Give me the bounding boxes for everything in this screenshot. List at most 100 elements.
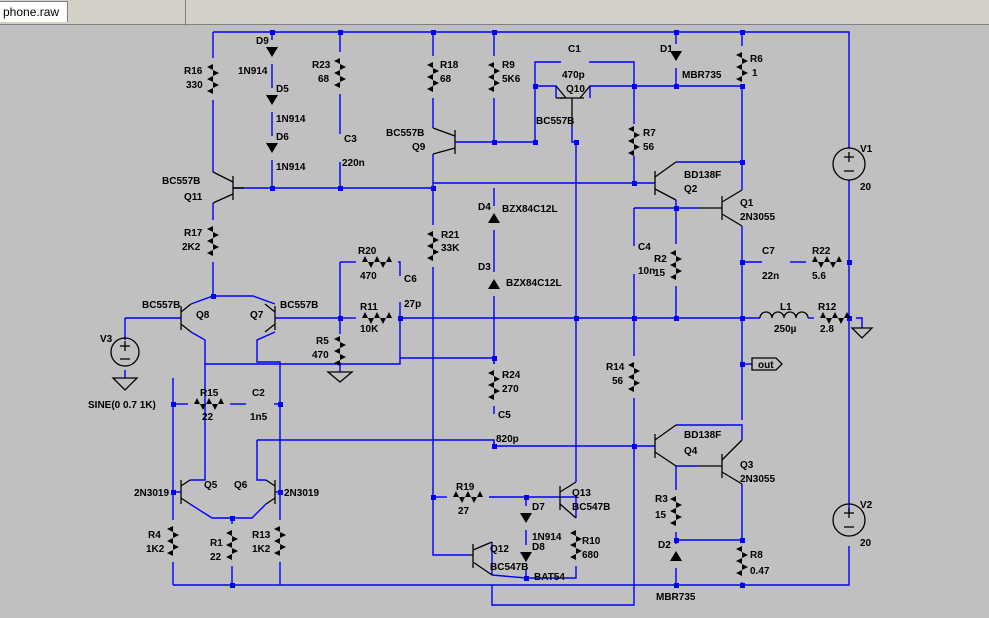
- transistor-q10[interactable]: [555, 85, 591, 126]
- resistor-r5[interactable]: [334, 330, 346, 372]
- label-r21-ref: R21: [441, 230, 460, 241]
- label-r14-ref: R14: [606, 362, 625, 373]
- resistor-r1[interactable]: [226, 524, 238, 566]
- capacitor-c7[interactable]: [762, 255, 790, 269]
- resistor-r6[interactable]: [736, 46, 748, 88]
- label-d7-ref: D7: [532, 502, 545, 513]
- label-c7-ref: C7: [762, 246, 775, 257]
- label-r1-ref: R1: [210, 538, 223, 549]
- label-r7-value: 56: [643, 142, 655, 153]
- resistor-r7[interactable]: [628, 120, 640, 162]
- transistor-q6[interactable]: [265, 479, 276, 505]
- transistor-q1[interactable]: [698, 189, 743, 227]
- label-v2-value: 20: [860, 538, 872, 549]
- label-c2-value: 1n5: [250, 412, 268, 423]
- label-r8-value: 0.47: [750, 566, 770, 577]
- resistor-r2[interactable]: [670, 244, 682, 286]
- label-r4-value: 1K2: [146, 544, 165, 555]
- label-r3-value: 15: [655, 510, 667, 521]
- resistor-r22[interactable]: [806, 256, 848, 268]
- resistor-r21[interactable]: [427, 225, 439, 267]
- label-d1-value: MBR735: [682, 70, 722, 81]
- label-r19-value: 27: [458, 506, 470, 517]
- resistor-r9[interactable]: [488, 56, 500, 98]
- label-r23-value: 68: [318, 74, 330, 85]
- capacitor-c2[interactable]: [246, 397, 274, 411]
- transistor-q5[interactable]: [180, 479, 191, 505]
- label-l1-value: 250µ: [774, 324, 797, 335]
- net-label-out-flag[interactable]: [751, 357, 783, 371]
- transistor-q9[interactable]: [432, 127, 456, 155]
- resistor-r4[interactable]: [167, 520, 179, 562]
- transistor-q4[interactable]: [654, 424, 677, 467]
- label-r16-value: 330: [186, 80, 203, 91]
- transistor-q3[interactable]: [698, 439, 743, 485]
- label-d2-value: MBR735: [656, 592, 696, 603]
- label-q4-ref: Q4: [684, 446, 698, 457]
- label-r21-value: 33K: [441, 243, 460, 254]
- label-d6-ref: D6: [276, 132, 289, 143]
- resistor-r18[interactable]: [427, 56, 439, 98]
- zener-d3[interactable]: [488, 272, 500, 296]
- resistor-r15[interactable]: [188, 398, 230, 410]
- label-r22-value: 5.6: [812, 271, 826, 282]
- label-d7-value: 1N914: [532, 532, 562, 543]
- label-c5-ref: C5: [498, 410, 511, 421]
- label-r20-ref: R20: [358, 246, 377, 257]
- resistor-r24[interactable]: [488, 364, 500, 406]
- label-q3-value: 2N3055: [740, 474, 775, 485]
- label-c7-value: 22n: [762, 271, 779, 282]
- resistor-r20[interactable]: [356, 256, 398, 268]
- resistor-r3[interactable]: [670, 490, 682, 532]
- label-c4-ref: C4: [638, 242, 651, 253]
- label-q7-value: BC557B: [280, 300, 318, 311]
- voltage-source-v1[interactable]: [832, 147, 866, 181]
- label-r13-ref: R13: [252, 530, 271, 541]
- diode-d2[interactable]: [670, 544, 682, 568]
- label-c5-value: 820p: [496, 434, 519, 445]
- resistor-r11[interactable]: [356, 312, 398, 324]
- label-r19-ref: R19: [456, 482, 475, 493]
- label-d3-ref: D3: [478, 262, 491, 273]
- voltage-source-v2[interactable]: [832, 503, 866, 537]
- resistor-r16[interactable]: [207, 58, 219, 100]
- label-r2-value: 15: [654, 268, 666, 279]
- capacitor-c1[interactable]: [561, 55, 589, 69]
- label-q7-ref: Q7: [250, 310, 264, 321]
- net-label-out: out: [758, 360, 774, 371]
- tab-phone-raw[interactable]: phone.raw: [0, 1, 69, 22]
- transistor-q8[interactable]: [180, 303, 192, 333]
- diode-d7[interactable]: [520, 506, 532, 530]
- resistor-r10[interactable]: [570, 524, 582, 566]
- transistor-q12[interactable]: [469, 541, 493, 576]
- transistor-q2[interactable]: [654, 161, 677, 201]
- inductor-l1[interactable]: [759, 311, 809, 319]
- resistor-r8[interactable]: [736, 540, 748, 582]
- transistor-q13[interactable]: [559, 481, 577, 519]
- label-r11-ref: R11: [360, 302, 378, 313]
- transistor-q11[interactable]: [212, 171, 244, 204]
- label-r6-value: 1: [752, 68, 758, 79]
- label-r16-ref: R16: [184, 66, 203, 77]
- voltage-source-v3[interactable]: [110, 337, 140, 367]
- wires: [124, 31, 863, 606]
- label-q1-value: 2N3055: [740, 212, 775, 223]
- label-q11-value: BC557B: [162, 176, 200, 187]
- label-q4-value: BD138F: [684, 430, 721, 441]
- resistor-r23[interactable]: [334, 52, 346, 94]
- label-d9-ref: D9: [256, 36, 269, 47]
- label-r10-value: 680: [582, 550, 599, 561]
- label-r18-value: 68: [440, 74, 452, 85]
- label-d5-value: 1N914: [276, 114, 306, 125]
- label-q12-ref: Q12: [490, 544, 509, 555]
- resistor-r13[interactable]: [274, 520, 286, 562]
- label-q5-ref: Q5: [204, 480, 218, 491]
- label-c3-value: 220n: [342, 158, 365, 169]
- transistor-q7[interactable]: [264, 303, 276, 333]
- label-l1-ref: L1: [780, 302, 792, 313]
- resistor-r17[interactable]: [207, 220, 219, 262]
- label-r8-ref: R8: [750, 550, 763, 561]
- resistor-r14[interactable]: [628, 356, 640, 398]
- label-q5-value: 2N3019: [134, 488, 169, 499]
